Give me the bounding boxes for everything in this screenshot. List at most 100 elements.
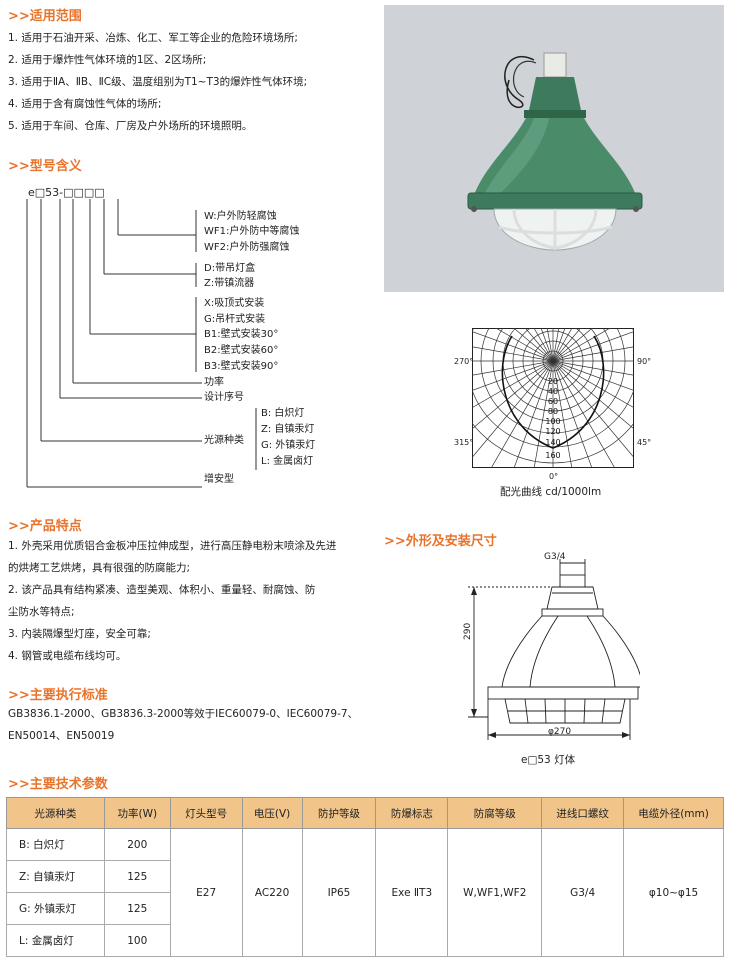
scope-item: 2. 适用于爆炸性气体环境的1区、2区场所; [8, 54, 207, 66]
col-header: 光源种类 [6, 797, 105, 829]
enhanced-label: 增安型 [204, 474, 234, 485]
mount-b3: B3:壁式安装90° [204, 361, 279, 372]
cell-power: 125 [103, 860, 171, 893]
polar-ray [472, 360, 554, 376]
polar-ray [552, 360, 634, 459]
table-row: G: 外镇汞灯 125 [6, 892, 724, 925]
polar-ray [524, 328, 554, 362]
polar-ray [472, 346, 554, 362]
polar-ray [472, 360, 554, 409]
polar-ray [552, 360, 634, 376]
polar-ray [552, 328, 560, 362]
scope-list: 1. 适用于石油开采、冶炼、化工、军工等企业的危险环境场所; 2. 适用于爆炸性… [8, 27, 307, 137]
lamp-photo-illustration [467, 52, 643, 251]
mount-g: G:吊杆式安装 [204, 314, 266, 325]
polar-ray [472, 360, 554, 391]
col-header: 防爆标志 [375, 797, 449, 829]
cell-light: L: 金属卤灯 [6, 924, 105, 957]
cell-thread: G3/4 [541, 828, 625, 957]
col-header: 电缆外径(mm) [623, 797, 724, 829]
dimension-drawing [468, 559, 640, 740]
cell-light: B: 白炽灯 [6, 828, 105, 861]
polar-ray [533, 328, 554, 362]
polar-ray [490, 360, 554, 468]
feature-line: 4. 钢管或电缆布线均可。 [8, 650, 127, 662]
light-b: B: 白炽灯 [261, 408, 305, 419]
corrosion-w: W:户外防轻腐蚀 [204, 211, 277, 222]
polar-angle-0: 0° [549, 472, 559, 481]
cell-power: 125 [103, 892, 171, 925]
model-tree-lines [26, 199, 257, 488]
scope-item: 4. 适用于含有腐蚀性气体的场所; [8, 98, 162, 110]
polar-ray [552, 331, 634, 362]
cell-power: 200 [103, 828, 171, 861]
dim-caption: e□53 灯体 [521, 754, 576, 766]
polar-ray [513, 360, 554, 468]
dim-thread-label: G3/4 [544, 552, 566, 562]
polar-ray [552, 360, 593, 468]
polar-ray [472, 360, 554, 430]
features-list: 1. 外壳采用优质铝合金板冲压拉伸成型，进行高压静电粉末喷涂及先进 的烘烤工艺烘… [8, 535, 336, 667]
polar-ray [552, 328, 566, 362]
polar-ray [552, 360, 634, 391]
table-header-row: 光源种类 功率(W) 灯头型号 电压(V) 防护等级 防爆标志 防腐等级 进线口… [6, 797, 724, 829]
cell-ex: Exe ⅡT3 [375, 828, 449, 957]
corrosion-wf2: WF2:户外防强腐蚀 [204, 242, 290, 253]
corrosion-wf1: WF1:户外防中等腐蚀 [204, 226, 300, 237]
polar-diagram: 20 40 60 80 100 120 140 160 [472, 328, 634, 468]
params-table: 光源种类 功率(W) 灯头型号 电压(V) 防护等级 防爆标志 防腐等级 进线口… [6, 797, 724, 957]
col-header: 电压(V) [241, 797, 303, 829]
light-z: Z: 自镇汞灯 [261, 424, 315, 435]
model-code: e□53-□□□□ [28, 186, 105, 199]
polar-ray [472, 331, 554, 362]
polar-ray [552, 328, 582, 362]
features-title: >>产品特点 [8, 519, 82, 534]
polar-radial-label: 140 [545, 438, 560, 447]
polar-radial-label: 40 [548, 387, 558, 396]
scope-item: 1. 适用于石油开采、冶炼、化工、军工等企业的危险环境场所; [8, 32, 298, 44]
polar-ray [552, 360, 634, 430]
dim-height-label: 290 [463, 622, 473, 640]
product-photo [384, 5, 724, 292]
table-row: Z: 自镇汞灯 125 [6, 860, 724, 893]
feature-line: 1. 外壳采用优质铝合金板冲压拉伸成型，进行高压静电粉末喷涂及先进 [8, 540, 337, 552]
polar-ray [540, 328, 554, 362]
scope-title: >>适用范围 [8, 9, 82, 24]
polar-ray [552, 328, 611, 362]
standards-line: GB3836.1-2000、GB3836.3-2000等效于IEC60079-0… [8, 708, 359, 720]
box-d: D:带吊灯盒 [204, 263, 256, 274]
cell-cap: E27 [169, 828, 243, 957]
dim-diameter-label: φ270 [548, 727, 572, 737]
polar-radial-label: 120 [545, 427, 560, 436]
mount-x: X:吸顶式安装 [204, 298, 265, 309]
polar-ray [533, 360, 554, 468]
table-row: B: 白炽灯 200 E27 AC220 IP65 Exe ⅡT3 W,WF1,… [6, 828, 724, 957]
polar-ray [513, 328, 554, 362]
standards-title: >>主要执行标准 [8, 688, 108, 703]
polar-radial-label: 60 [548, 397, 558, 406]
polar-ray [552, 360, 634, 409]
cell-light: Z: 自镇汞灯 [6, 860, 105, 893]
polar-ray [552, 360, 616, 468]
col-header: 灯头型号 [169, 797, 243, 829]
mount-b1: B1:壁式安装30° [204, 329, 279, 340]
dimensions-title: >>外形及安装尺寸 [384, 534, 497, 549]
col-header: 进线口螺纹 [541, 797, 625, 829]
polar-ray [552, 346, 634, 362]
polar-angle-45: 45° [637, 438, 652, 447]
feature-line: 尘防水等特点; [8, 606, 75, 618]
feature-line: 3. 内装隔爆型灯座，安全可靠; [8, 628, 151, 640]
feature-line: 2. 该产品具有结构紧凑、造型美观、体积小、重量轻、耐腐蚀、防 [8, 584, 316, 596]
polar-angle-315: 315° [454, 438, 474, 447]
scope-item: 3. 适用于ⅡA、ⅡB、ⅡC级、温度组别为T1~T3的爆炸性气体环境; [8, 76, 308, 88]
polar-radial-label: 80 [548, 407, 558, 416]
col-header: 防护等级 [301, 797, 377, 829]
polar-ray [495, 328, 554, 362]
light-l: L: 金属卤灯 [261, 456, 314, 467]
cell-ip: IP65 [301, 828, 377, 957]
polar-radial-label: 160 [545, 451, 560, 460]
standards-line: EN50014、EN50019 [8, 730, 115, 742]
feature-line: 的烘烤工艺烘烤，具有很强的防腐能力; [8, 562, 191, 574]
params-title: >>主要技术参数 [8, 777, 108, 792]
polar-angle-90: 90° [637, 357, 652, 366]
